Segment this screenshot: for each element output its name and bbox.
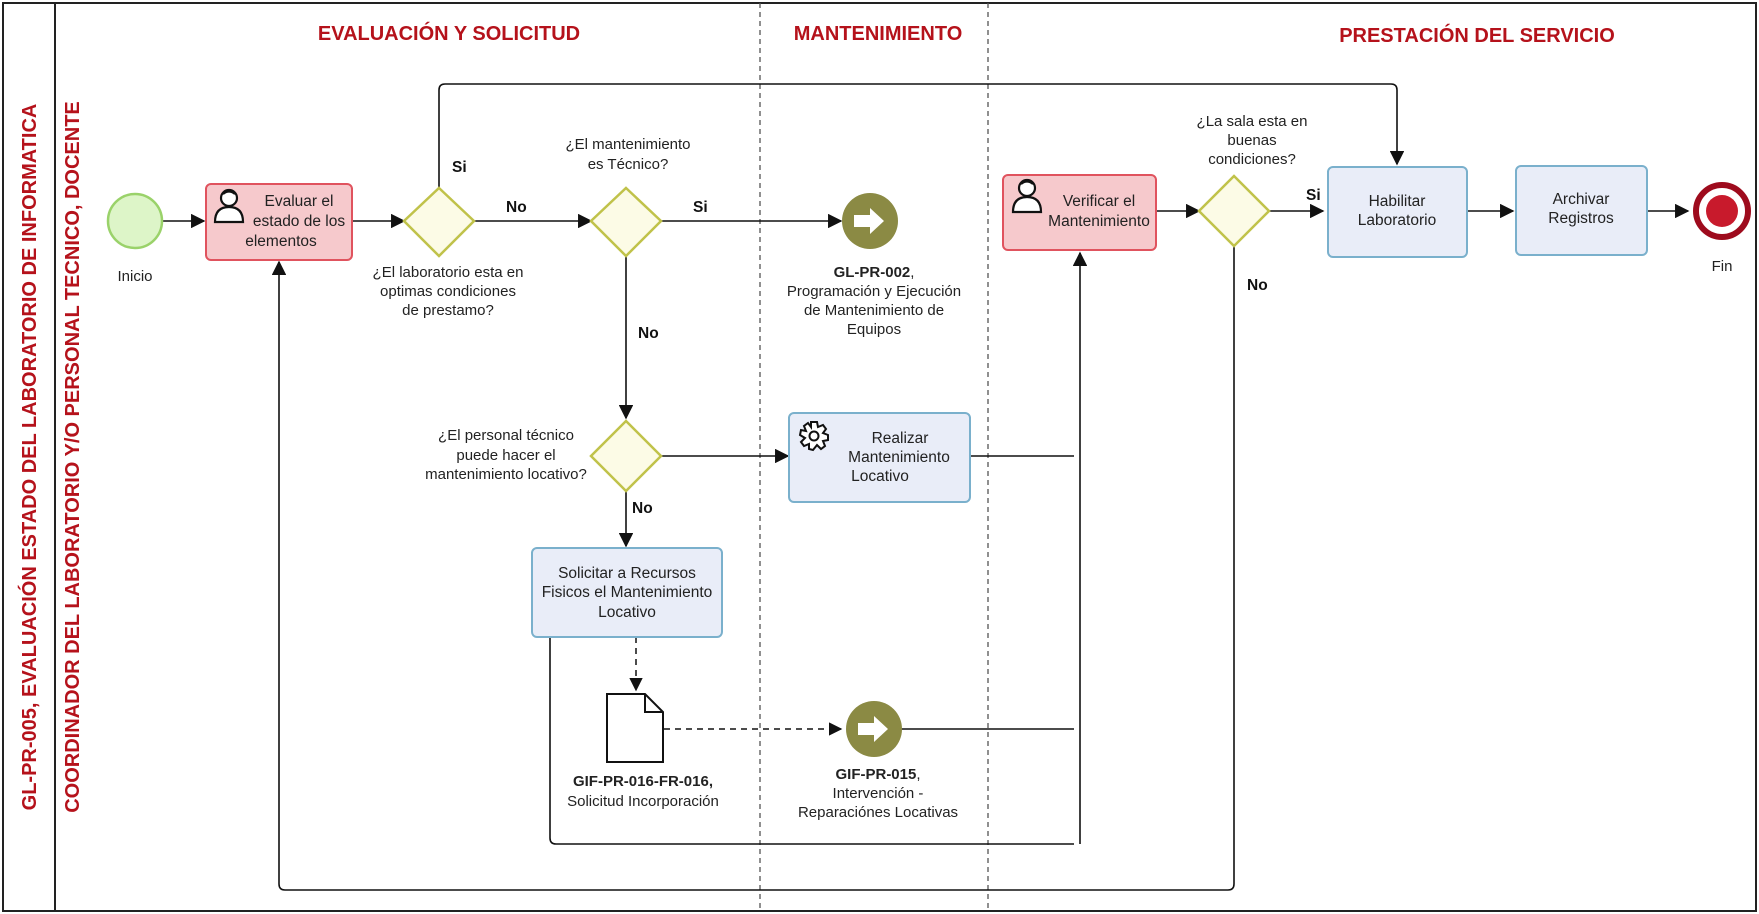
link-event-glpr002[interactable] [842, 193, 898, 249]
link-event-gifpr015[interactable] [846, 701, 902, 757]
flow-label-si-tecnico: Si [693, 199, 708, 216]
task-archivar[interactable]: Archivar Registros [1515, 165, 1648, 256]
gear-icon [798, 421, 829, 452]
task-archivar-line1: Archivar [1553, 191, 1610, 208]
ref-glpr002-code: GL-PR-002 [834, 264, 911, 281]
start-event[interactable] [106, 192, 164, 250]
task-habilitar-line1: Habilitar [1369, 193, 1426, 210]
flow-sala-no-evaluar [271, 246, 1235, 891]
task-realizar[interactable]: Realizar Mantenimiento Locativo [788, 412, 971, 503]
flow-label-no-tecnico: No [638, 325, 659, 342]
task-verificar-line1: Verificar el [1063, 193, 1135, 210]
flow-label-no-optimas: No [506, 199, 527, 216]
flow-label-no-personal: No [632, 500, 653, 517]
task-solicitar[interactable]: Solicitar a Recursos Fisicos el Mantenim… [531, 547, 723, 638]
user-icon [1011, 178, 1043, 214]
end-event-label: Fin [1712, 258, 1733, 275]
task-habilitar-line2: Laboratorio [1358, 212, 1436, 229]
ref-gifpr015-line2: Intervención - [833, 785, 924, 802]
lane-title: COORDINADOR DEL LABORATORIO Y/O PERSONAL… [62, 101, 84, 813]
arrow-right-icon [858, 716, 888, 742]
end-event[interactable] [1693, 182, 1751, 240]
ref-glpr002-line1: GL-PR-002, [834, 264, 915, 281]
document-icon[interactable] [606, 693, 664, 763]
task-evaluar-line1: Evaluar el [265, 193, 334, 210]
gateway-tecnico-q1: ¿El mantenimiento [565, 136, 690, 153]
flow-optimas-si-habilitar [438, 83, 1405, 188]
gateway-tecnico[interactable] [589, 186, 663, 258]
ref-glpr002-comma: , [910, 264, 914, 281]
task-realizar-line1: Realizar [872, 430, 929, 447]
flow-label-si-sala: Si [1306, 187, 1321, 204]
task-evaluar-line2: estado de los [253, 213, 345, 230]
sequence-flows [162, 83, 1690, 891]
ref-gifpr016-code: GIF-PR-016-FR-016, [573, 773, 713, 790]
gateway-sala-q1: ¿La sala esta en [1197, 113, 1308, 130]
gateway-sala-q3: condiciones? [1208, 151, 1296, 168]
flow-label-no-sala: No [1247, 277, 1268, 294]
gateway-personal-q3: mantenimiento locativo? [425, 466, 587, 483]
task-solicitar-line3: Locativo [598, 604, 656, 621]
gateway-personal-q2: puede hacer el [456, 447, 555, 464]
gateway-optimas-q3: de prestamo? [402, 302, 494, 319]
task-verificar[interactable]: Verificar el Mantenimiento [1002, 174, 1157, 251]
task-evaluar-line3: elementos [245, 233, 317, 250]
task-verificar-line2: Mantenimiento [1048, 213, 1150, 230]
task-archivar-line2: Registros [1548, 210, 1614, 227]
start-event-label: Inicio [117, 268, 152, 285]
flow-label-si-optimas: Si [452, 159, 467, 176]
arrow-right-icon [854, 208, 884, 234]
phase-title-prestacion: PRESTACIÓN DEL SERVICIO [1339, 23, 1615, 47]
task-realizar-line3: Locativo [851, 468, 909, 485]
ref-gifpr016-line1: Solicitud Incorporación [567, 793, 719, 810]
ref-gifpr015-comma: , [916, 766, 920, 783]
gateway-personal-q1: ¿El personal técnico [438, 427, 574, 444]
gateway-sala[interactable] [1197, 174, 1271, 248]
flow-solicitar-verificar [549, 637, 1074, 845]
phase-title-mantenimiento: MANTENIMIENTO [794, 23, 963, 45]
ref-glpr002-line2: Programación y Ejecución [787, 283, 961, 300]
association-flows [629, 637, 843, 736]
gateway-optimas-q1: ¿El laboratorio esta en [373, 264, 524, 281]
gateway-sala-q2: buenas [1227, 132, 1276, 149]
gateway-optimas-q2: optimas condiciones [380, 283, 516, 300]
task-evaluar[interactable]: Evaluar el estado de los elementos [205, 183, 353, 261]
gateway-personal[interactable] [589, 419, 663, 493]
gateway-optimas[interactable] [402, 186, 476, 258]
task-solicitar-line2: Fisicos el Mantenimiento [542, 584, 713, 601]
ref-gifpr015-line1: GIF-PR-015, [835, 766, 920, 783]
ref-glpr002-line4: Equipos [847, 321, 901, 338]
gateway-tecnico-q2: es Técnico? [588, 156, 669, 173]
ref-glpr002-line3: de Mantenimiento de [804, 302, 944, 319]
task-realizar-line2: Mantenimiento [848, 449, 950, 466]
user-icon [213, 188, 245, 224]
task-habilitar[interactable]: Habilitar Laboratorio [1327, 166, 1468, 258]
task-solicitar-line1: Solicitar a Recursos [558, 565, 696, 582]
pool-title: GL-PR-005, EVALUACIÓN ESTADO DEL LABORAT… [17, 104, 41, 811]
phase-title-evaluacion: EVALUACIÓN Y SOLICITUD [318, 21, 580, 45]
ref-gifpr015-line3: Reparaciónes Locativas [798, 804, 958, 821]
ref-gifpr015-code: GIF-PR-015 [835, 766, 916, 783]
